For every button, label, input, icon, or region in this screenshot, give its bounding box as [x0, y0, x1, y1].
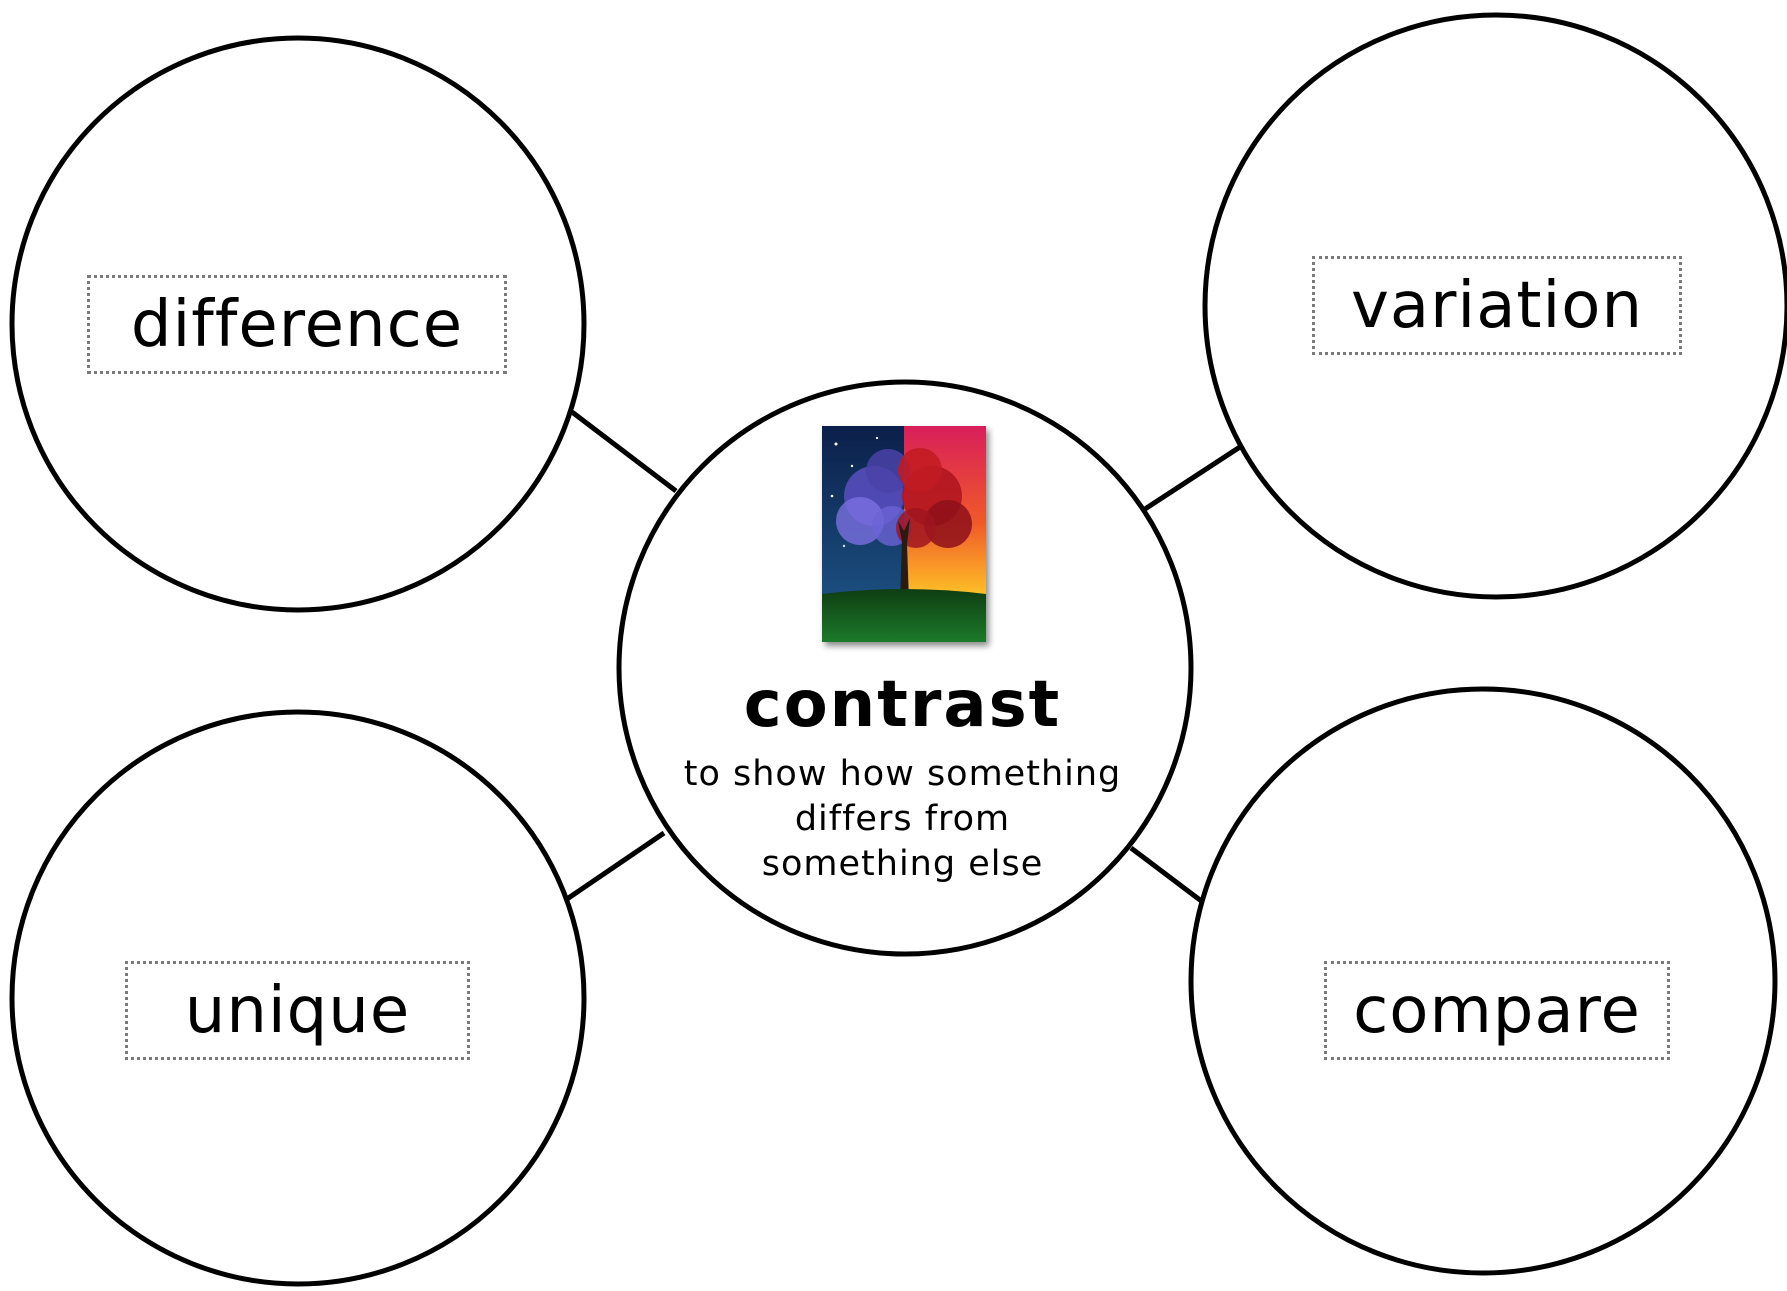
- center-description-line: differs from: [794, 799, 1011, 839]
- center-title: contrast: [743, 668, 1062, 742]
- connector-top-left: [570, 410, 678, 493]
- label-variation: variation: [1312, 256, 1682, 355]
- circle-top-left: [9, 35, 587, 613]
- connector-bottom-left: [565, 830, 666, 902]
- center-description: to show how something differs from somet…: [620, 752, 1185, 887]
- circle-bottom-right: [1188, 686, 1778, 1276]
- circle-bottom-left: [9, 709, 587, 1287]
- center-description-line: to show how something: [683, 754, 1122, 794]
- circle-top-right: [1202, 12, 1787, 600]
- label-unique: unique: [125, 961, 470, 1060]
- circle-center: [616, 379, 1194, 957]
- label-difference: difference: [87, 275, 507, 374]
- connector-top-right: [1143, 442, 1245, 512]
- day-night-tree-image: [822, 426, 986, 642]
- label-compare: compare: [1324, 961, 1670, 1060]
- center-description-line: something else: [761, 844, 1044, 884]
- connector-bottom-right: [1129, 846, 1206, 905]
